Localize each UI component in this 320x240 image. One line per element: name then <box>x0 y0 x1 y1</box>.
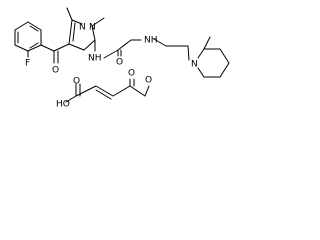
bond-phenyl-4 <box>14 21 29 31</box>
bond-pyrazole-methyl-top <box>66 7 73 21</box>
bond-piperidine-4 <box>219 62 230 78</box>
bond-pyrazole-1 <box>71 19 83 25</box>
bond-acid-chain-2-double <box>95 89 112 100</box>
amide-nh: NH <box>88 54 102 64</box>
bond-acid-chain-2 <box>95 85 114 97</box>
bond-pyrazole-5 <box>68 19 73 45</box>
bond-amine-chain-c <box>187 45 190 61</box>
bond-pyrazole-2 <box>91 25 96 41</box>
bond-pyrazole-double <box>72 22 76 42</box>
bonds <box>14 7 230 103</box>
acid-oxygen-1: O <box>73 77 80 87</box>
bond-amine-chain-a <box>153 38 167 47</box>
structure-svg: N N F O NH O NH N HO O O O <box>14 7 230 110</box>
amine-nh: NH <box>144 36 158 46</box>
ketone-oxygen: O <box>52 66 59 76</box>
bond-pyrazole-4 <box>68 43 85 51</box>
bond-amide-to-ch2 <box>117 39 132 51</box>
bond-phenyl-2 <box>14 44 29 52</box>
bond-nh-carbonyl <box>103 49 119 59</box>
bond-piperidine-6 <box>197 67 205 78</box>
bond-acid-right-o <box>129 85 146 97</box>
bond-acid-left-oh <box>65 95 77 103</box>
bond-acid-chain-1 <box>75 85 97 97</box>
piperidine-nitrogen: N <box>191 60 198 70</box>
bond-pyrazole-3 <box>83 39 96 51</box>
bond-phenyl-double-b <box>29 25 39 32</box>
bond-ring-carbonyl <box>53 43 70 52</box>
bond-piperidine-methyl <box>203 36 211 50</box>
bond-piperidine-1 <box>197 48 205 59</box>
atom-labels: N N F O NH O NH N HO O O O <box>25 23 198 110</box>
pyrazole-nitrogen-1: N <box>79 23 86 33</box>
bond-phenyl-1 <box>27 44 42 52</box>
bond-phenyl-5 <box>27 21 42 31</box>
bond-acid-chain-3 <box>112 85 131 97</box>
pyrazole-nitrogen-2: N <box>89 23 96 33</box>
chemical-structure-diagram: N N F O NH O NH N HO O O O <box>0 0 249 129</box>
acid-ho: HO <box>56 100 70 110</box>
bond-carbonyl-phenyl <box>40 44 55 52</box>
acid-oxygen-3: O <box>145 76 152 86</box>
bond-phenyl-double-c <box>29 42 39 49</box>
acid-oxygen-2: O <box>128 69 135 79</box>
amide-oxygen: O <box>116 58 123 68</box>
bond-acid-right-extension <box>144 85 150 97</box>
bond-piperidine-3 <box>219 48 230 64</box>
fluorine-atom: F <box>25 59 30 69</box>
bond-pyrazole-methyl-right <box>91 17 105 27</box>
